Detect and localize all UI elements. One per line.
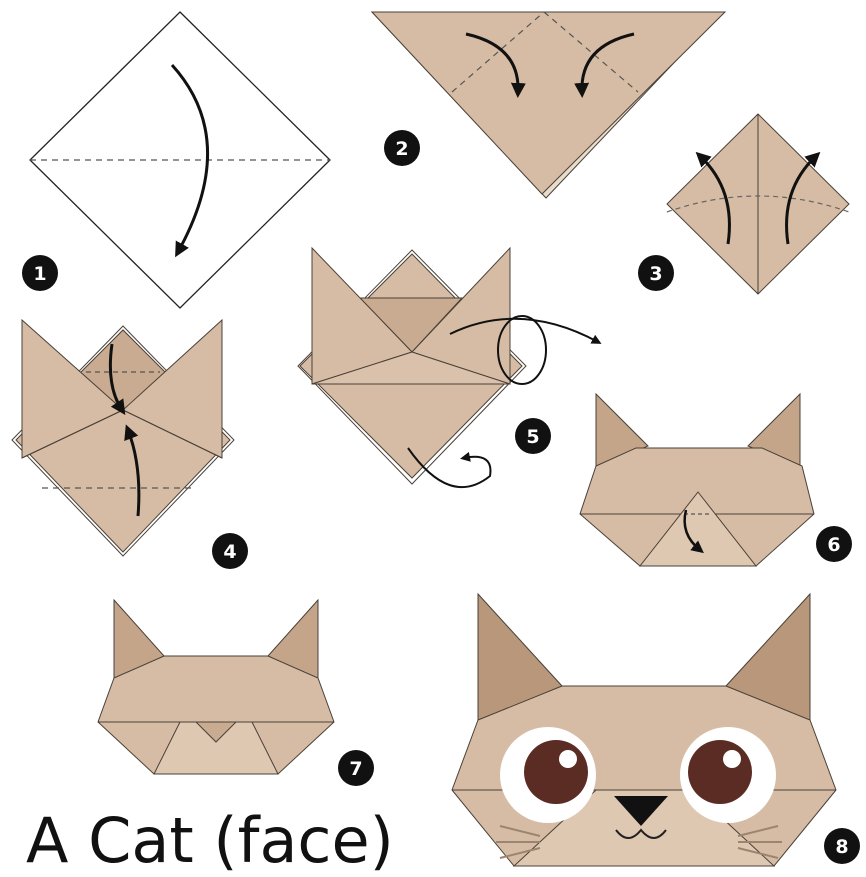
step-number: 5: [526, 426, 539, 448]
step-number: 2: [395, 138, 408, 160]
step-badge-3: 3: [638, 255, 674, 291]
step-number: 6: [827, 534, 840, 556]
step-6-figure: [580, 394, 814, 566]
step-number: 4: [223, 541, 236, 563]
step-badge-6: 6: [816, 526, 852, 562]
step-2-figure: [372, 12, 725, 198]
step-1-figure: [30, 12, 330, 308]
step-badge-1: 1: [22, 255, 58, 291]
step-number: 3: [649, 263, 662, 285]
step-badge-4: 4: [212, 533, 248, 569]
step-number: 8: [835, 836, 848, 858]
step-badge-8: 8: [824, 828, 860, 864]
step-badge-5: 5: [515, 418, 551, 454]
cat-right-eye: [680, 727, 776, 823]
step-number: 7: [349, 758, 362, 780]
step-badge-2: 2: [384, 130, 420, 166]
step-number: 1: [33, 263, 46, 285]
step-badge-7: 7: [338, 750, 374, 786]
cat-left-eye: [500, 727, 596, 823]
step-5-figure: [298, 248, 598, 487]
step-4-figure: [12, 320, 234, 556]
page-title: A Cat (face): [26, 804, 394, 877]
step-7-figure: [98, 600, 334, 774]
step-3-figure: [667, 114, 849, 294]
step-8-figure: [452, 594, 836, 866]
